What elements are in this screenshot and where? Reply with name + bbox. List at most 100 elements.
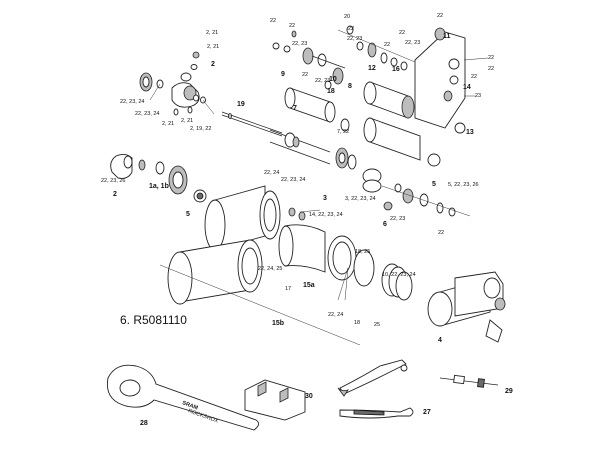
label-22-23-26: 22, 23, 26 xyxy=(101,178,125,184)
rod-19: 19 xyxy=(221,101,283,137)
shaft-and-piston-group: 22, 24 22, 23, 24 3 3, 22, 23, 24 xyxy=(264,129,382,202)
gear-10 xyxy=(332,67,344,85)
label-2-21-d: 2, 21 xyxy=(181,118,193,124)
label-3: 3 xyxy=(323,195,327,202)
label-25: 25 xyxy=(374,322,380,328)
label-16: 16 xyxy=(392,66,400,73)
label-22-23-b: 22, 23 xyxy=(315,78,330,84)
label-22-24-25: 22, 24, 25 xyxy=(258,266,282,272)
upper-cylinders-group: 7 7, 22 8 xyxy=(284,81,421,161)
top-center-parts-group: 22 22 22, 23 9 22 22, 23 18 10 20 22 22,… xyxy=(270,14,420,95)
label-18: 18 xyxy=(327,88,335,95)
rebound-knob-gear xyxy=(183,85,197,101)
label-4: 4 xyxy=(438,337,442,344)
label-28: 28 xyxy=(140,420,148,427)
label-2: 2 xyxy=(211,61,215,68)
label-20: 20 xyxy=(344,14,350,20)
label-5-b: 5 xyxy=(432,181,436,188)
label-19: 19 xyxy=(237,101,245,108)
label-3-22-23-24: 3, 22, 23, 24 xyxy=(345,196,376,202)
label-22-f: 22 xyxy=(399,30,405,36)
label-14-22-23-24: 14, 22, 23, 24 xyxy=(309,212,343,218)
label-10-22-23-24: 10, 22, 23, 24 xyxy=(382,272,416,278)
tool-28-spanner: SRAM ROCKSHOX 28 xyxy=(106,364,259,431)
tool-pliers xyxy=(337,359,408,397)
label-22-i: 22 xyxy=(488,66,494,72)
label-22-j: 22 xyxy=(471,74,477,80)
label-22-g: 22 xyxy=(437,13,443,19)
label-8: 8 xyxy=(348,83,352,90)
gear-hub-left xyxy=(142,76,150,88)
damper-body-4: 4 xyxy=(427,271,506,344)
wrench-brand: SRAM xyxy=(181,400,199,411)
label-29: 29 xyxy=(505,388,513,395)
label-5-22-23-26: 5, 22, 23, 26 xyxy=(448,182,479,188)
eyelet-lower xyxy=(427,153,441,167)
label-7-22: 7, 22 xyxy=(337,129,349,135)
label-9: 9 xyxy=(281,71,285,78)
cylinder-8 xyxy=(369,81,409,119)
right-middle-parts-group: 5 5, 22, 23, 26 6 22, 23 22 xyxy=(381,181,479,236)
label-22-h: 22 xyxy=(488,55,494,61)
kit-number: 6. R5081110 xyxy=(120,313,187,327)
screw-top xyxy=(192,51,200,59)
pin-a xyxy=(173,108,179,116)
label-22-c: 22 xyxy=(302,72,308,78)
label-2-b: 2 xyxy=(113,191,117,198)
air-can-group: 14, 22, 23, 24 18, 25 22, 24, 25 17 15a … xyxy=(159,185,416,346)
washer-b xyxy=(193,94,199,102)
label-2-21-c: 2, 21 xyxy=(162,121,174,127)
label-14: 14 xyxy=(463,84,471,91)
label-7: 7 xyxy=(293,105,297,112)
label-5-a: 5 xyxy=(186,211,190,218)
label-22-24-b: 22, 24 xyxy=(328,312,343,318)
top-right-body-group: 22 11 22 22 22 14 23 13 xyxy=(414,13,494,167)
label-15a: 15a xyxy=(303,282,315,289)
label-17: 17 xyxy=(285,286,291,292)
nut-top xyxy=(190,64,198,70)
label-11: 11 xyxy=(443,33,451,40)
label-22-23-e: 22, 23 xyxy=(390,216,405,222)
pin-b xyxy=(187,106,193,114)
label-6: 6 xyxy=(383,221,387,228)
tool-30-block: 30 xyxy=(244,379,313,421)
label-22-23-24-b: 22, 23, 24 xyxy=(135,111,159,117)
label-22-23-24-c: 22, 23, 24 xyxy=(281,177,305,183)
label-22-d: 22 xyxy=(348,26,354,32)
tool-27-handle: 27 xyxy=(339,407,431,419)
label-10: 10 xyxy=(329,76,337,83)
part-12 xyxy=(367,42,377,58)
label-22-23-24-a: 22, 23, 24 xyxy=(120,99,144,105)
outer-body-upper xyxy=(369,117,421,161)
label-22-a: 22 xyxy=(270,18,276,24)
knob-part xyxy=(180,72,192,82)
label-22-23-a: 22, 23 xyxy=(292,41,307,47)
label-22-24: 22, 24 xyxy=(264,170,279,176)
part-6 xyxy=(383,201,393,211)
label-22-e: 22 xyxy=(384,42,390,48)
tool-29-pin: 29 xyxy=(439,374,513,395)
label-27: 27 xyxy=(423,409,431,416)
part-11 xyxy=(434,27,446,41)
top-left-parts-group: 2, 21 2, 21 2 22, 23, 24 22, 23, 24 2, 2… xyxy=(120,30,219,132)
bushing-13 xyxy=(454,122,466,134)
label-22-k: 22 xyxy=(438,230,444,236)
label-18-b: 18 xyxy=(354,320,360,326)
label-12: 12 xyxy=(368,65,376,72)
label-2-21-a: 2, 21 xyxy=(206,30,218,36)
label-13: 13 xyxy=(466,129,474,136)
sleeve-15a xyxy=(284,224,326,273)
label-18-25: 18, 25 xyxy=(355,249,370,255)
label-22-23-c: 22, 23 xyxy=(347,36,362,42)
label-30: 30 xyxy=(305,393,313,400)
label-22-b: 22 xyxy=(289,23,295,29)
label-2-19-22: 2, 19, 22 xyxy=(190,126,211,132)
left-fitting-group: 22, 23, 26 2 1a, 1b 5 xyxy=(101,153,207,218)
label-2-21-b: 2, 21 xyxy=(207,44,219,50)
label-22-23-d: 22, 23 xyxy=(405,40,420,46)
gear-9 xyxy=(302,47,314,65)
label-1a-1b: 1a, 1b xyxy=(149,183,169,190)
label-23: 23 xyxy=(475,93,481,99)
label-15b: 15b xyxy=(272,320,284,327)
